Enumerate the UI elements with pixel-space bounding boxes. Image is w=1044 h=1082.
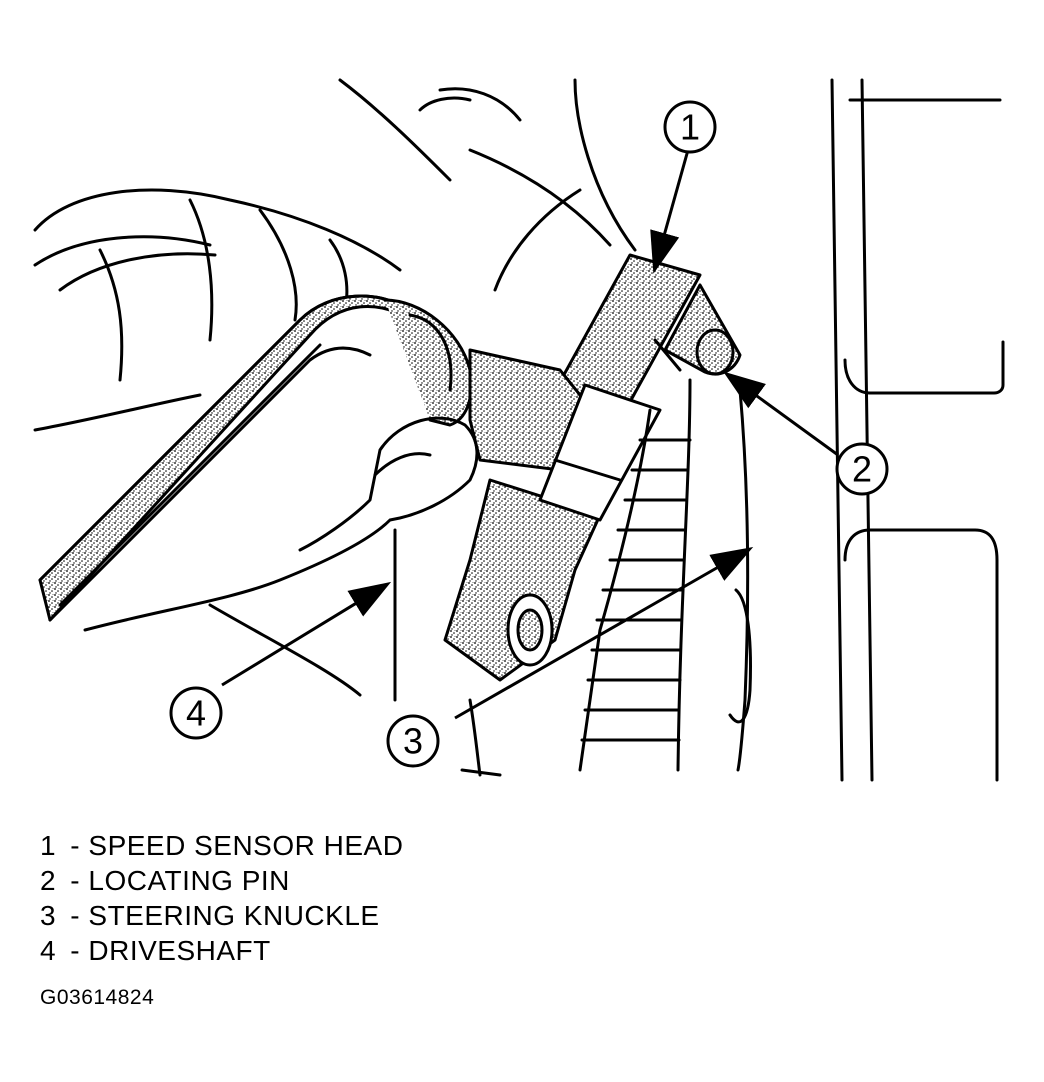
tone-wheel xyxy=(578,378,692,772)
callout-2: 2 xyxy=(835,442,889,496)
legend-item-number: 3 xyxy=(40,900,57,931)
leader-lines xyxy=(221,149,839,720)
legend-item-label: DRIVESHAFT xyxy=(88,935,271,966)
cv-boot xyxy=(33,78,452,432)
callout-1-number: 1 xyxy=(680,107,700,148)
legend-item-label: STEERING KNUCKLE xyxy=(88,900,380,931)
body-panel xyxy=(830,78,1005,782)
callout-4: 4 xyxy=(169,686,223,740)
legend-item: 4 - DRIVESHAFT xyxy=(40,935,271,966)
leader-line-1 xyxy=(650,149,690,274)
legend: 1 - SPEED SENSOR HEAD 2 - LOCATING PIN 3… xyxy=(40,828,403,968)
callout-4-number: 4 xyxy=(186,693,206,734)
legend-item: 3 - STEERING KNUCKLE xyxy=(40,900,380,931)
callout-3: 3 xyxy=(386,714,440,768)
legend-item-number: 4 xyxy=(40,935,57,966)
speed-sensor-illustration: 1 2 3 4 xyxy=(33,78,1005,782)
leader-line-4 xyxy=(221,581,392,687)
hand xyxy=(83,416,479,702)
speed-sensor-head xyxy=(443,253,742,682)
hub-outline xyxy=(418,78,752,777)
legend-item-label: LOCATING PIN xyxy=(88,865,290,896)
legend-item: 1 - SPEED SENSOR HEAD xyxy=(40,830,404,861)
leader-line-3 xyxy=(454,547,754,720)
legend-item-label: SPEED SENSOR HEAD xyxy=(88,830,404,861)
callout-2-number: 2 xyxy=(852,449,872,490)
callout-1: 1 xyxy=(663,100,717,154)
legend-item: 2 - LOCATING PIN xyxy=(40,865,290,896)
callout-3-number: 3 xyxy=(403,721,423,762)
driveshaft-tube xyxy=(38,294,473,622)
legend-item-number: 1 xyxy=(40,830,57,861)
legend-item-number: 2 xyxy=(40,865,57,896)
leader-line-2 xyxy=(723,371,839,457)
figure-id: G03614824 xyxy=(40,986,155,1009)
